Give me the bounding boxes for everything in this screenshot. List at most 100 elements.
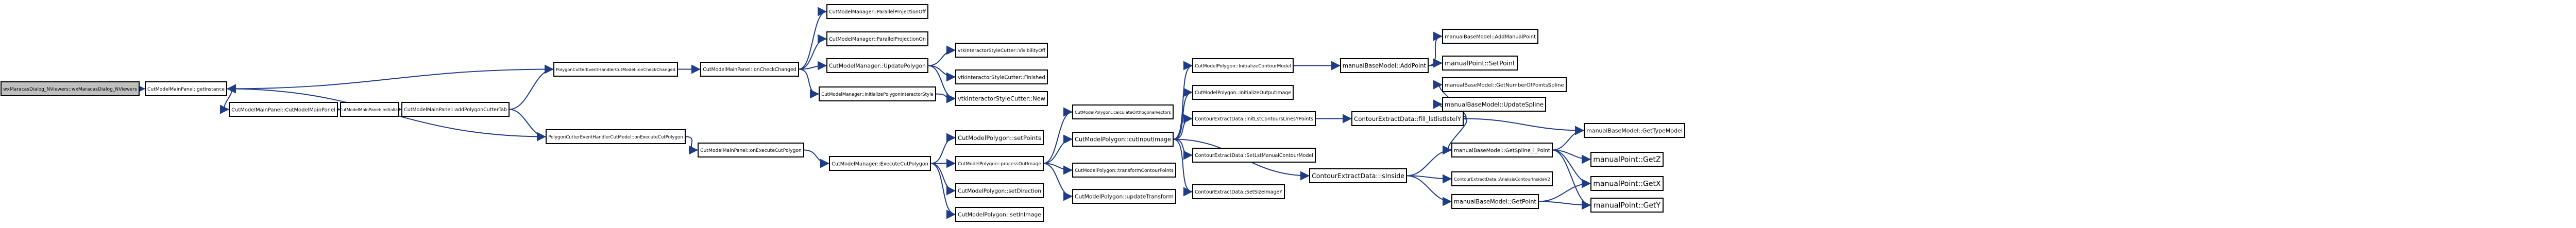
call-edge: [798, 34, 827, 70]
function-node[interactable]: manualBaseModel::AddManualPoint: [1442, 29, 1538, 44]
function-node[interactable]: CutModelMainPanel::onCheckChanged: [700, 62, 799, 77]
call-edge: [930, 163, 956, 219]
function-node[interactable]: CutModelPolygon::updateTransform: [1072, 189, 1176, 204]
function-node[interactable]: PolygonCutterEventHandlerCutModel::onExe…: [546, 129, 686, 144]
node-label: CutModelManager::ParallelProjectionOn: [829, 37, 926, 42]
node-box: [1192, 148, 1316, 163]
node-label: PolygonCutterEventHandlerCutModel::onExe…: [548, 135, 683, 140]
function-node[interactable]: CutModelPolygon::setPoints: [955, 130, 1044, 145]
call-edge: [685, 136, 699, 155]
call-edge: [509, 64, 554, 110]
function-node[interactable]: ContourExtractData::isInside: [1309, 168, 1407, 183]
function-node[interactable]: manualPoint::SetPoint: [1442, 56, 1518, 71]
node-box: [1192, 111, 1316, 126]
function-node[interactable]: manualPoint::GetY: [1590, 198, 1664, 213]
call-edge: [1428, 31, 1443, 66]
node-label: ContourExtractData::isInside: [1312, 172, 1404, 180]
function-node[interactable]: CutModelPolygon::transformContourPoints: [1072, 163, 1176, 178]
function-node[interactable]: manualBaseModel::AddPoint: [1340, 58, 1429, 73]
function-node[interactable]: CutModelMainPanel::CutModelMainPanel: [229, 102, 338, 117]
function-node[interactable]: CutModelMainPanel::initialize: [340, 102, 400, 117]
function-node[interactable]: CutModelManager::ParallelProjectionOn: [826, 31, 928, 46]
node-label: CutModelManager::UpdatePolygon: [829, 63, 926, 69]
function-node[interactable]: ContourExtractData::fill_lstlistlstelY: [1351, 111, 1464, 126]
function-node[interactable]: ContourExtractData::SetLstManualContourM…: [1192, 148, 1316, 163]
function-node[interactable]: manualBaseModel::GetTypeModel: [1584, 123, 1685, 138]
node-box: [553, 62, 678, 77]
node-label: vtkInteractorStyleCutter::Finished: [958, 75, 1045, 81]
function-node[interactable]: CutModelPolygon::InitializeContourModel: [1192, 58, 1294, 73]
call-edge: [1428, 58, 1443, 68]
function-node[interactable]: vtkInteractorStyleCutter::VisibilityOff: [955, 43, 1048, 58]
node-box: [1309, 168, 1407, 183]
node-label: CutModelManager::ParallelProjectionOff: [829, 9, 926, 15]
function-node[interactable]: CutModelPolygon::setDirection: [955, 183, 1044, 198]
function-node[interactable]: CutModelPolygon::processOutImage: [955, 156, 1044, 171]
node-box: [229, 102, 338, 117]
node-label: CutModelMainPanel::initialize: [340, 108, 400, 112]
node-box: [401, 102, 510, 117]
node-box: [826, 31, 928, 46]
call-edge: [798, 68, 820, 99]
node-box: [1442, 56, 1518, 71]
call-nodes: wxMaracasDialog_NViewers::wxMaracasDialo…: [1, 4, 1685, 222]
node-box: [1072, 163, 1176, 178]
function-node[interactable]: vtkInteractorStyleCutter::New: [955, 91, 1048, 106]
node-box: [145, 81, 227, 96]
function-node[interactable]: manualBaseModel::GetNumberOfPointsSpline: [1442, 77, 1567, 92]
node-box: [826, 4, 928, 19]
node-label: vtkInteractorStyleCutter::New: [958, 95, 1045, 102]
node-box: [1590, 152, 1664, 167]
call-edge: [226, 68, 554, 94]
call-edge: [1463, 118, 1585, 135]
function-node[interactable]: CutModelManager::ParallelProjectionOff: [826, 4, 928, 19]
function-node[interactable]: CutModelPolygon::initializeOutputImage: [1192, 85, 1294, 100]
call-edge: [1043, 107, 1073, 164]
function-node[interactable]: CutModelPolygon::calculateOrthogonalVect…: [1072, 104, 1174, 119]
node-box: [340, 102, 399, 117]
call-edge: [1538, 179, 1591, 202]
node-label: CutModelPolygon::setInImage: [958, 212, 1041, 218]
node-box: [1192, 58, 1294, 73]
function-node[interactable]: CutModelPolygon::setInImage: [955, 207, 1044, 222]
call-edge: [1406, 145, 1452, 177]
node-label: manualBaseModel::AddManualPoint: [1445, 34, 1536, 40]
function-node[interactable]: PolygonCutterEventHandlerCutModel::onChe…: [553, 62, 678, 77]
function-node[interactable]: manualPoint::GetX: [1590, 176, 1664, 191]
function-node[interactable]: manualPoint::GetZ: [1590, 152, 1664, 167]
function-node[interactable]: manualBaseModel::GetPoint: [1451, 194, 1539, 209]
node-box: [955, 207, 1044, 222]
node-box: [1442, 77, 1567, 92]
function-node[interactable]: ContourExtractData::InitLstContoursLines…: [1192, 111, 1316, 126]
node-label: wxMaracasDialog_NViewers::wxMaracasDialo…: [3, 87, 137, 92]
node-box: [700, 62, 799, 77]
node-label: manualPoint::SetPoint: [1445, 59, 1515, 67]
function-node[interactable]: ContourExtractData::SetSizeImageY: [1192, 184, 1285, 199]
node-box: [546, 129, 686, 144]
node-label: ContourExtractData::SetSizeImageY: [1195, 189, 1282, 195]
call-edge: [1043, 163, 1073, 175]
node-label: manualBaseModel::GetTypeModel: [1586, 128, 1683, 134]
node-label: manualBaseModel::GetSpline_i_Point: [1454, 148, 1550, 154]
function-node[interactable]: CutModelMainPanel::addPolygonCutterTab: [401, 102, 510, 117]
function-node[interactable]: CutModelManager::ExecuteCutPolygon: [829, 156, 931, 171]
node-box: [1590, 176, 1664, 191]
node-box: [955, 183, 1044, 198]
function-node[interactable]: CutModelManager::UpdatePolygon: [826, 58, 928, 73]
node-label: manualBaseModel::GetNumberOfPointsSpline: [1445, 83, 1564, 89]
node-label: ContourExtractData::fill_lstlistlstelY: [1354, 115, 1462, 122]
function-node[interactable]: CutModelMainPanel::onExecuteCutPolygon: [698, 143, 804, 157]
function-node[interactable]: vtkInteractorStyleCutter::Finished: [955, 69, 1048, 84]
function-node[interactable]: manualBaseModel::GetSpline_i_Point: [1451, 143, 1553, 157]
node-box: [1192, 184, 1285, 199]
function-node[interactable]: manualBaseModel::UpdateSpline: [1442, 97, 1546, 112]
call-edge: [1173, 87, 1193, 140]
node-box: [1584, 123, 1685, 138]
function-node[interactable]: CutModelManager::InitializePolygonIntera…: [819, 86, 936, 101]
node-label: CutModelMainPanel::onExecuteCutPolygon: [700, 148, 802, 153]
function-node[interactable]: CutModelMainPanel::getInstance: [145, 81, 227, 96]
function-node[interactable]: ContourExtractData::AnalisisContourInsid…: [1451, 171, 1553, 186]
call-edge: [1406, 175, 1452, 206]
node-label: manualPoint::GetY: [1594, 202, 1661, 210]
function-node[interactable]: CutModelPolygon::cutInputImage: [1072, 132, 1174, 147]
